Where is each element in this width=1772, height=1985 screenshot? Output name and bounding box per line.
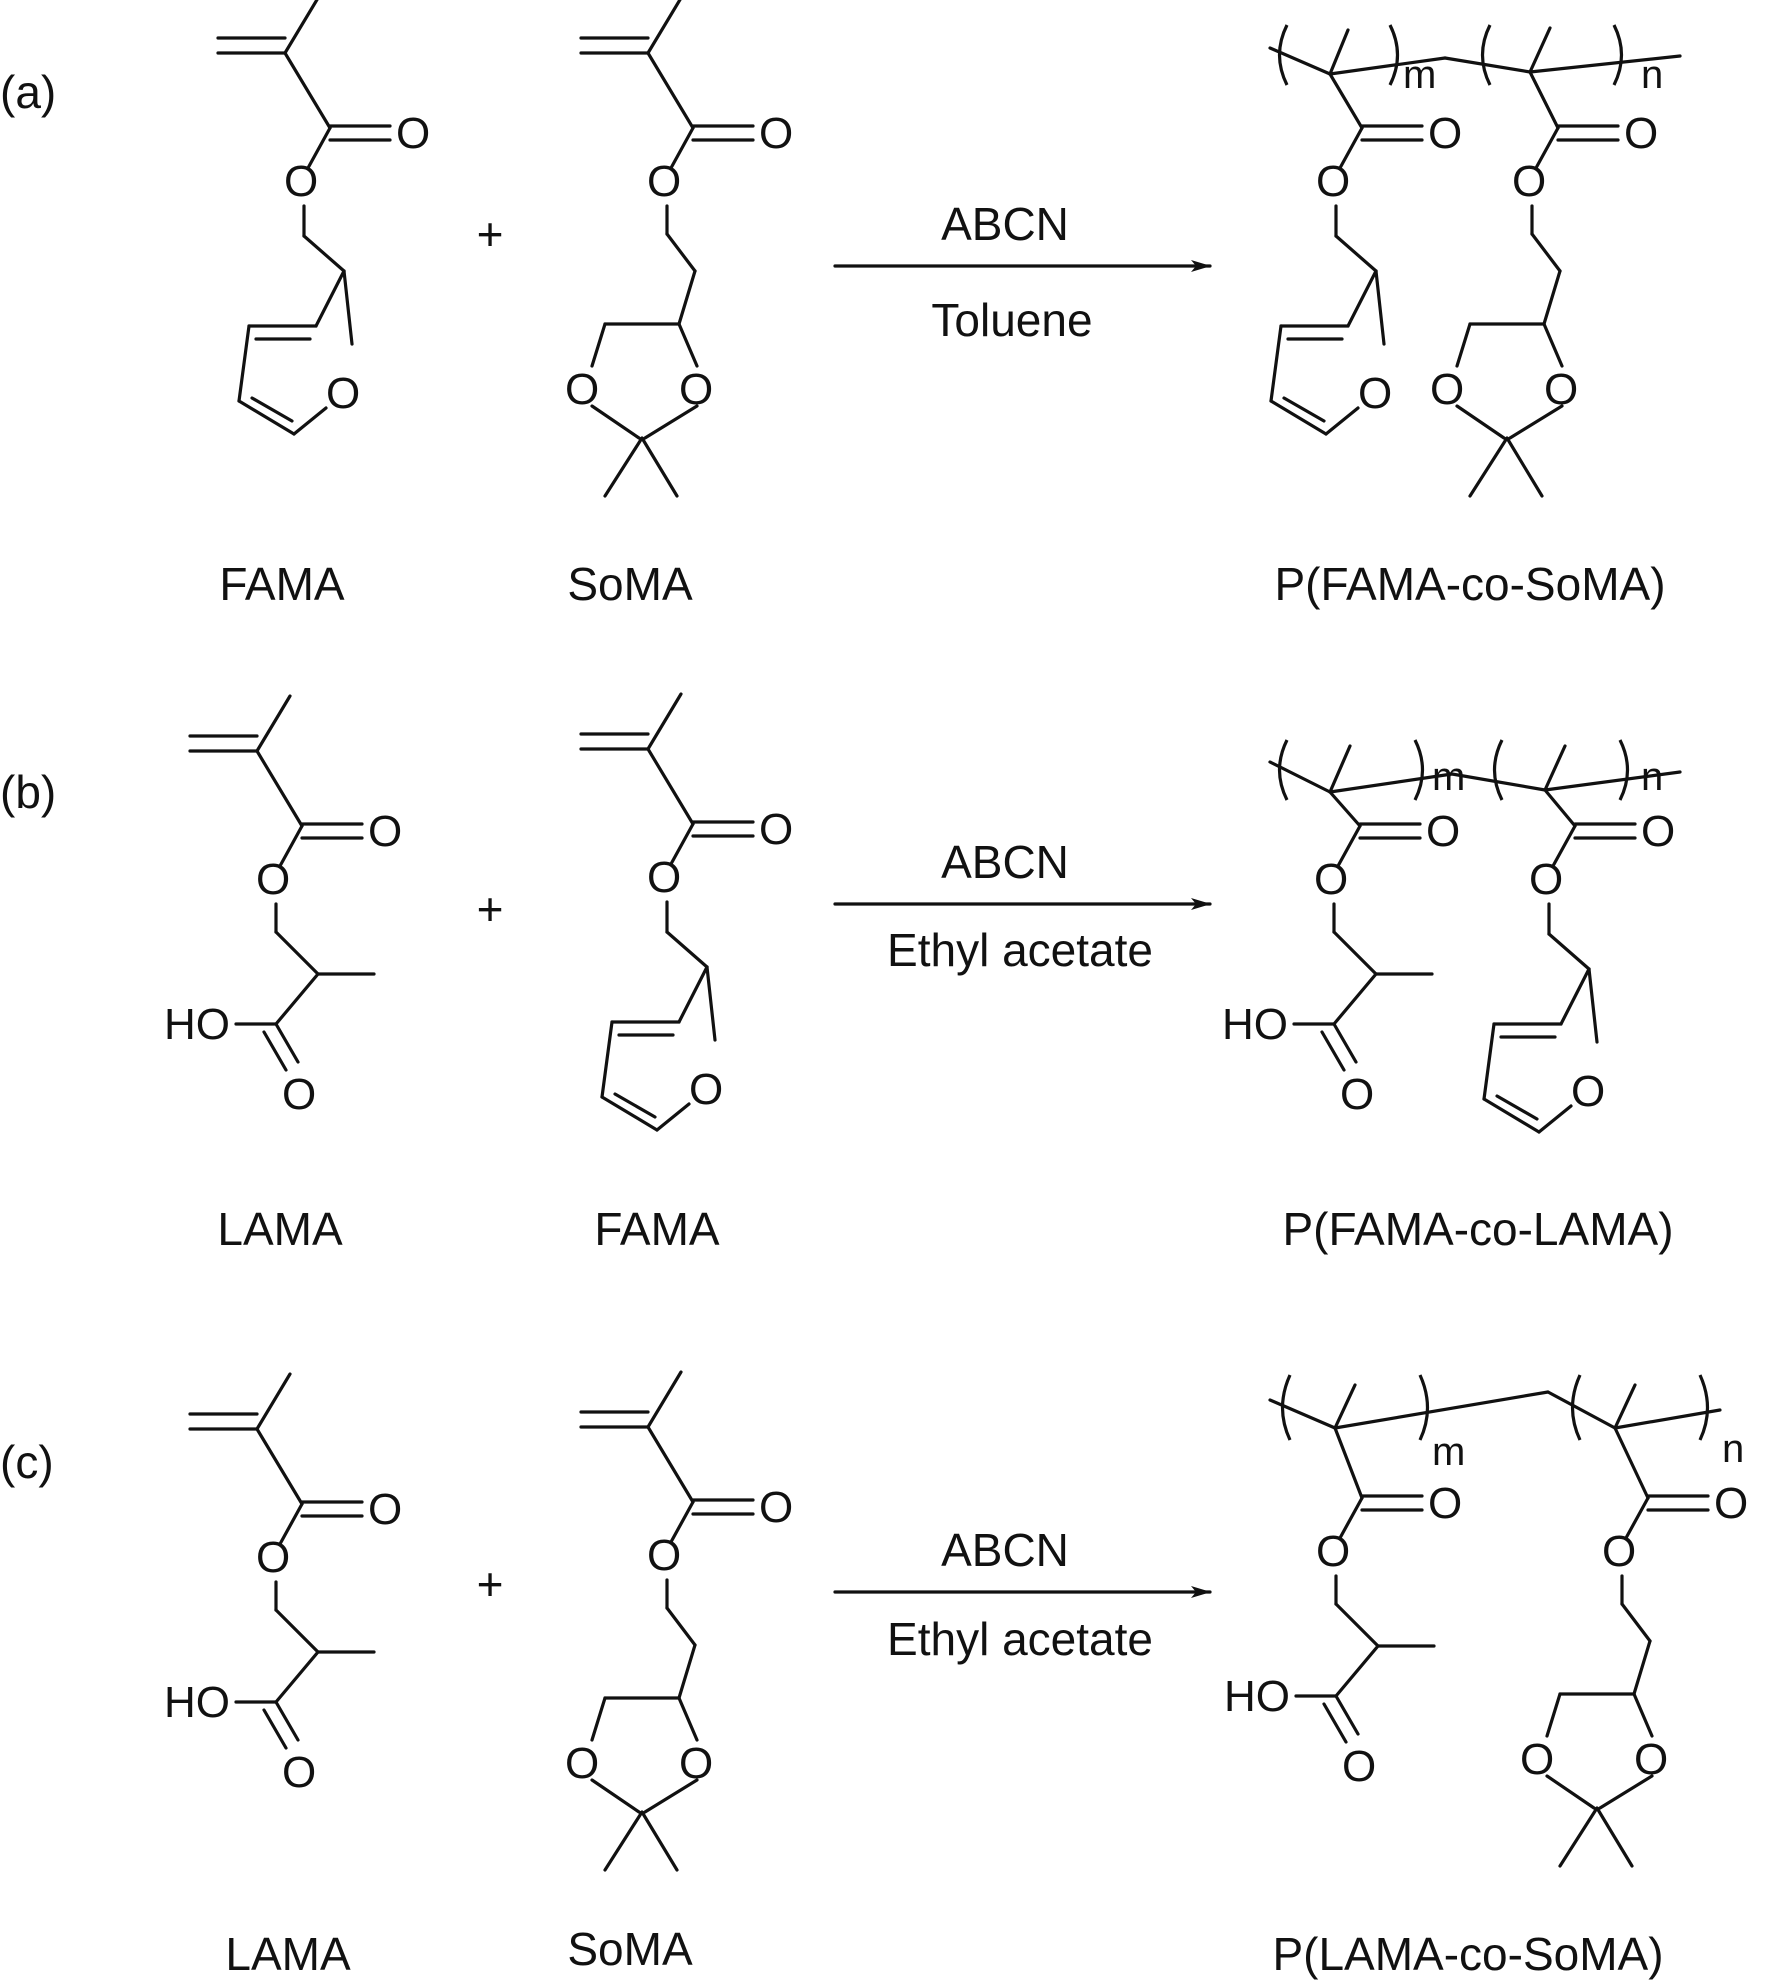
panel-b: (b) LAMA + FAMA ABCN Ethyl acetate m (0, 692, 1682, 1255)
copolymer-structure: m n O O O O (1220, 739, 1682, 1134)
svg-text:O: O (1602, 1527, 1636, 1576)
initiator-label: ABCN (941, 836, 1069, 888)
monomer-1-name: LAMA (225, 1928, 351, 1980)
copolymer-structure: m n O O O O (1268, 24, 1682, 498)
solvent-label: Toluene (931, 294, 1092, 346)
svg-text:O: O (1624, 109, 1658, 158)
panel-label-c: (c) (0, 1436, 54, 1488)
solvent-label: Ethyl acetate (887, 1613, 1153, 1665)
initiator-label: ABCN (941, 198, 1069, 250)
monomer-lama-structure (162, 1372, 404, 1799)
monomer-soma-structure (563, 1370, 795, 1872)
svg-text:O: O (1529, 855, 1563, 904)
monomer-1-name: FAMA (219, 558, 345, 610)
monomer-fama-structure (216, 0, 432, 436)
svg-text:O: O (1512, 157, 1546, 206)
monomer-fama-structure (579, 692, 795, 1132)
panel-label-b: (b) (0, 766, 56, 818)
svg-text:O: O (1314, 855, 1348, 904)
plus-sign: + (477, 883, 504, 935)
repeat-subscript-m: m (1403, 53, 1436, 97)
product-name: P(FAMA-co-SoMA) (1274, 558, 1665, 610)
svg-text:O: O (1428, 1479, 1462, 1528)
svg-text:O: O (1641, 807, 1675, 856)
repeat-subscript-n: n (1641, 53, 1663, 97)
monomer-soma-structure (563, 0, 795, 498)
svg-text:n: n (1641, 755, 1663, 799)
svg-text:n: n (1722, 1427, 1744, 1471)
svg-text:m: m (1432, 755, 1465, 799)
copolymer-structure: m n O O O O (1222, 1374, 1748, 1868)
plus-sign: + (477, 208, 504, 260)
svg-text:m: m (1432, 1430, 1465, 1474)
svg-text:O: O (1428, 109, 1462, 158)
monomer-lama-structure (162, 694, 404, 1121)
panel-c: (c) LAMA + SoMA ABCN Ethyl acetate m (0, 1370, 1748, 1980)
product-name: P(LAMA-co-SoMA) (1272, 1928, 1663, 1980)
svg-text:O: O (1714, 1479, 1748, 1528)
monomer-2-name: SoMA (567, 1923, 693, 1975)
monomer-2-name: FAMA (594, 1203, 720, 1255)
monomer-1-name: LAMA (217, 1203, 343, 1255)
solvent-label: Ethyl acetate (887, 924, 1153, 976)
initiator-label: ABCN (941, 1524, 1069, 1576)
monomer-2-name: SoMA (567, 558, 693, 610)
svg-text:O: O (1316, 1527, 1350, 1576)
panel-label-a: (a) (0, 66, 56, 118)
panel-a: (a) FAMA + SoMA ABCN Toluene m n (0, 0, 1682, 610)
product-name: P(FAMA-co-LAMA) (1282, 1203, 1673, 1255)
plus-sign: + (477, 1558, 504, 1610)
svg-text:O: O (1426, 807, 1460, 856)
svg-text:O: O (1316, 157, 1350, 206)
